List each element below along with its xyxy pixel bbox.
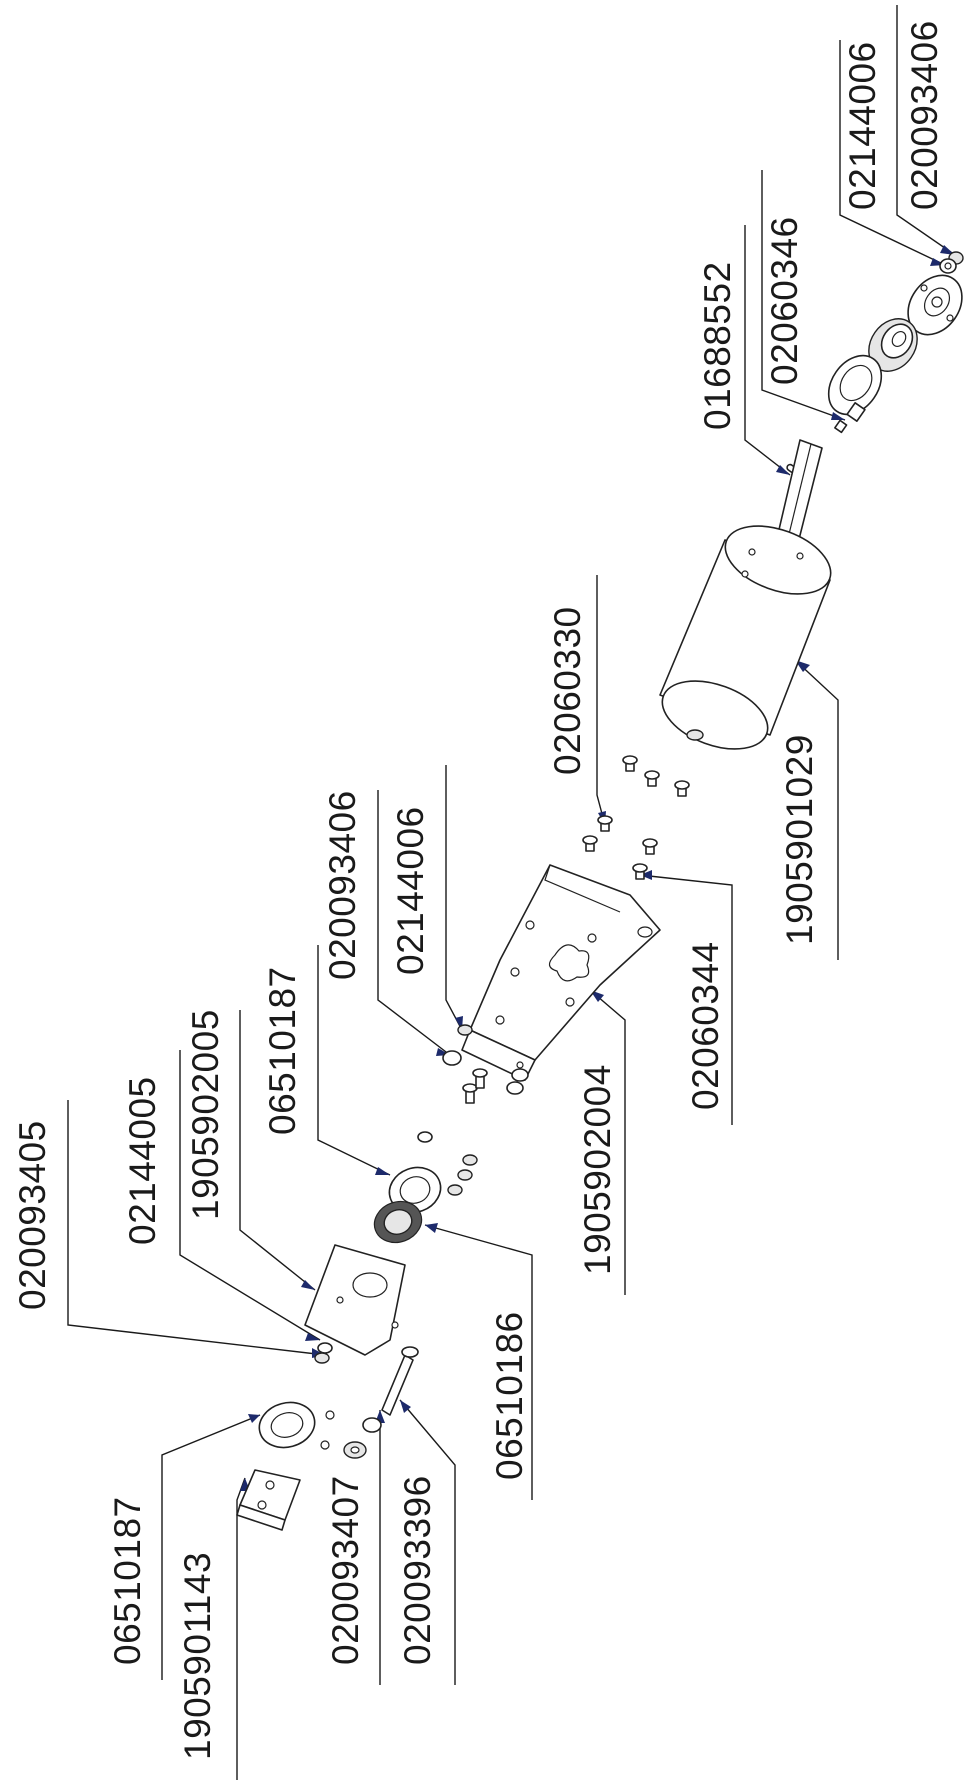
- leader-02060344: [639, 874, 733, 1125]
- arrowhead: [640, 870, 652, 880]
- arrowhead: [776, 465, 790, 475]
- motor-bracket-icon: [461, 864, 661, 1081]
- leader-1905901029: [794, 659, 839, 960]
- leader-020093405: [67, 1100, 326, 1356]
- arrowhead: [400, 1400, 411, 1413]
- label-020093405: 020093405: [12, 1120, 53, 1310]
- part-labels: 020093406 02144006 02060346 01688552 020…: [12, 20, 945, 1760]
- label-020093407: 020093407: [325, 1475, 366, 1665]
- arrowhead: [248, 1414, 260, 1423]
- leader-02144006-mid: [445, 765, 463, 1031]
- label-1905901029: 1905901029: [779, 734, 820, 945]
- leader-1905901143: [236, 1477, 246, 1780]
- leader-lines: [67, 5, 956, 1780]
- arrowhead: [375, 1167, 390, 1175]
- leader-06510187-lower: [161, 1414, 261, 1680]
- leader-02060330: [596, 575, 606, 826]
- label-01688552: 01688552: [697, 261, 738, 430]
- parts-illustration: [236, 251, 964, 1531]
- label-020093406-top: 020093406: [904, 20, 945, 210]
- label-02144006-mid: 02144006: [390, 806, 431, 975]
- leader-020093396: [399, 1399, 456, 1685]
- flange-ring-icon: [827, 354, 883, 416]
- leader-02144006-top: [839, 40, 946, 266]
- middle-flange-bearing-icon: [373, 1166, 442, 1244]
- label-06510187-upper: 06510187: [262, 966, 303, 1135]
- small-bolt-icon: [834, 402, 866, 434]
- label-06510186: 06510186: [489, 1311, 530, 1480]
- label-1905902005: 1905902005: [185, 1009, 226, 1220]
- leader-01688552: [744, 225, 791, 476]
- lower-nut-washer-icon: [314, 1342, 333, 1364]
- leader-02144005: [179, 1050, 321, 1341]
- leader-1905902004: [589, 989, 626, 1295]
- long-bolt-icon: [381, 1346, 419, 1416]
- arrowheads: [240, 245, 955, 1491]
- label-1905901143: 1905901143: [177, 1552, 218, 1760]
- label-1905902004: 1905902004: [577, 1064, 618, 1275]
- motor-body-icon: [659, 525, 832, 750]
- clamp-block-icon: [236, 1469, 301, 1531]
- support-bracket-icon: [304, 1244, 406, 1356]
- top-nut-icon: [939, 251, 964, 274]
- arrowhead: [831, 412, 845, 420]
- leader-020093406-top: [896, 5, 956, 256]
- leader-020093406-mid: [377, 790, 451, 1056]
- leader-02060346: [761, 170, 846, 421]
- label-020093406-mid: 020093406: [322, 790, 363, 980]
- nuts-and-washers-icon: [417, 1024, 529, 1196]
- mounting-screws-icon: [582, 755, 690, 880]
- arrowhead: [425, 1223, 438, 1233]
- arrowhead: [795, 660, 810, 672]
- lower-flange-icon: [258, 1401, 335, 1450]
- arrowhead: [940, 245, 955, 255]
- hex-nut-icon: [343, 1417, 382, 1459]
- label-06510187-lower: 06510187: [107, 1496, 148, 1665]
- arrowhead: [301, 1280, 315, 1290]
- label-02060344: 02060344: [685, 941, 726, 1110]
- label-02060330: 02060330: [547, 606, 588, 775]
- label-02060346: 02060346: [764, 216, 805, 385]
- arrowhead: [305, 1333, 320, 1341]
- leader-1905902005: [239, 1010, 316, 1291]
- label-020093396: 020093396: [397, 1475, 438, 1665]
- label-02144005: 02144005: [122, 1076, 163, 1245]
- leader-06510187-upper: [317, 945, 391, 1176]
- bearing-icon: [868, 318, 918, 372]
- leader-06510186: [424, 1224, 533, 1500]
- label-02144006-top: 02144006: [842, 41, 883, 210]
